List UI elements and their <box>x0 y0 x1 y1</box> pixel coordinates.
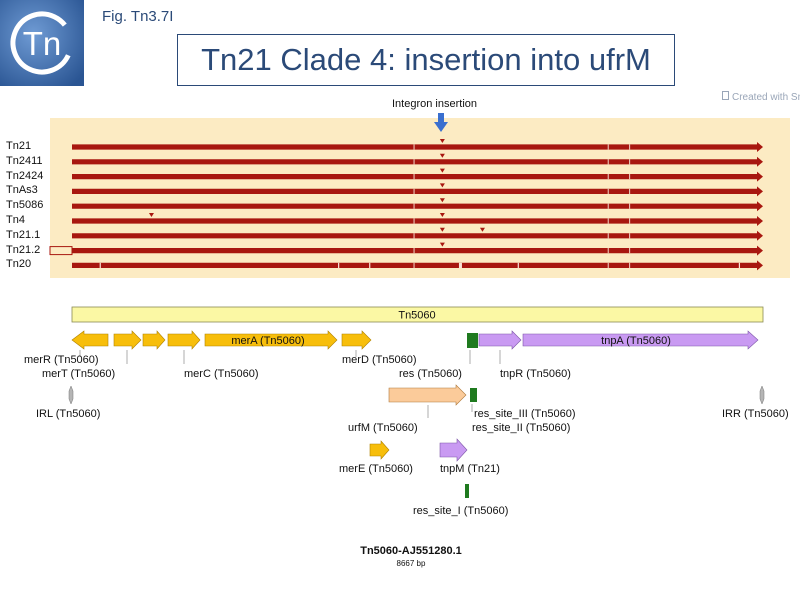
insertion-triangle <box>479 227 485 232</box>
track-gap-mark <box>517 262 519 268</box>
merC-label: merC (Tn5060) <box>184 368 259 380</box>
res-site-I-label: res_site_I (Tn5060) <box>413 505 508 517</box>
track-label: TnAs3 <box>6 184 38 197</box>
merA-label: merA (Tn5060) <box>231 335 304 347</box>
gene-merA-arrow: merA (Tn5060) <box>204 330 338 350</box>
sequence-name: Tn5060-AJ551280.1 <box>360 545 462 557</box>
tn-logo-icon: Tn <box>0 0 84 86</box>
res-site-I-box <box>465 484 469 498</box>
insertion-arrow <box>434 113 448 132</box>
res-site-II-label: res_site_II (Tn5060) <box>472 422 570 434</box>
track-bar <box>72 142 763 152</box>
irr-label: IRR (Tn5060) <box>722 408 789 420</box>
track-label: Tn2411 <box>6 154 43 167</box>
gene-tnpM-arrow <box>439 438 468 462</box>
gene-merC-arrow <box>167 330 201 350</box>
track-gap-mark <box>458 262 462 268</box>
insertion-triangle <box>439 153 445 158</box>
res-site-box <box>467 333 478 348</box>
gene-tnpA-arrow: tnpA (Tn5060) <box>522 330 759 350</box>
merE-label: merE (Tn5060) <box>339 463 413 475</box>
res-site-III-box <box>470 388 477 402</box>
track-label: Tn20 <box>6 258 32 271</box>
feature-ticks <box>79 350 501 418</box>
insertion-triangle <box>439 227 445 232</box>
svg-text:Tn: Tn <box>23 25 62 62</box>
track-label: Tn21.1 <box>6 228 41 241</box>
res-label: res (Tn5060) <box>399 368 462 380</box>
res-site-III-label: res_site_III (Tn5060) <box>474 408 576 420</box>
insertion-label: Integron insertion <box>392 98 477 110</box>
track-gap-mark <box>99 262 101 268</box>
sequence-length: 8667 bp <box>397 559 426 568</box>
track-label: Tn21 <box>6 140 32 152</box>
gene-merE-arrow <box>369 440 390 460</box>
tnpR-label: tnpR (Tn5060) <box>500 368 571 380</box>
insertion-triangle <box>439 168 445 173</box>
tnpM-label: tnpM (Tn21) <box>440 463 500 475</box>
figure-label: Fig. Tn3.7I <box>102 8 174 25</box>
insertion-triangle <box>439 183 445 188</box>
merT-label: merT (Tn5060) <box>42 368 115 380</box>
track-bar <box>72 216 763 226</box>
tnpA-label: tnpA (Tn5060) <box>601 335 671 347</box>
gene-merT-arrow <box>113 330 142 350</box>
track-bar <box>72 186 763 197</box>
alignment-tracks <box>49 139 763 271</box>
track-bar <box>72 156 763 167</box>
track-gap-mark <box>738 262 741 268</box>
track-label: Tn5086 <box>6 199 44 212</box>
track-gap-mark <box>369 262 371 268</box>
gene-urfM-arrow <box>388 384 467 406</box>
insertion-triangle <box>439 242 445 247</box>
merD-label: merD (Tn5060) <box>342 354 417 366</box>
gene-merC1-arrow <box>142 330 166 350</box>
track-bar <box>72 245 763 256</box>
track-label: Tn4 <box>6 214 25 226</box>
track-bar <box>72 230 763 241</box>
insertion-triangle <box>439 198 445 203</box>
track-bar <box>72 201 763 212</box>
track-label: Tn2424 <box>6 169 44 182</box>
watermark: Created with SnapGene <box>732 92 800 103</box>
track-bar <box>72 171 763 182</box>
slide-title: Tn21 Clade 4: insertion into ufrM <box>177 34 675 86</box>
gene-merR-arrow <box>71 330 109 350</box>
irr-marker <box>759 385 765 405</box>
track-gap-mark <box>338 262 340 268</box>
track-label: Tn21.2 <box>6 243 41 256</box>
gene-tnpR-arrow <box>478 330 522 350</box>
merR-label: merR (Tn5060) <box>24 354 99 366</box>
track-outline-segment <box>49 246 73 256</box>
insertion-triangle <box>439 213 445 217</box>
track-bar <box>72 260 763 271</box>
insertion-triangle <box>439 139 445 143</box>
irl-label: IRL (Tn5060) <box>36 408 100 420</box>
tn5060-bar-label: Tn5060 <box>398 310 435 322</box>
irl-marker <box>68 385 74 405</box>
tn5060-bar: Tn5060 <box>71 306 764 323</box>
urfM-label: urfM (Tn5060) <box>348 422 418 434</box>
insertion-triangle <box>148 213 154 217</box>
snapgene-icon <box>722 91 729 100</box>
gene-merD-arrow <box>341 330 372 350</box>
